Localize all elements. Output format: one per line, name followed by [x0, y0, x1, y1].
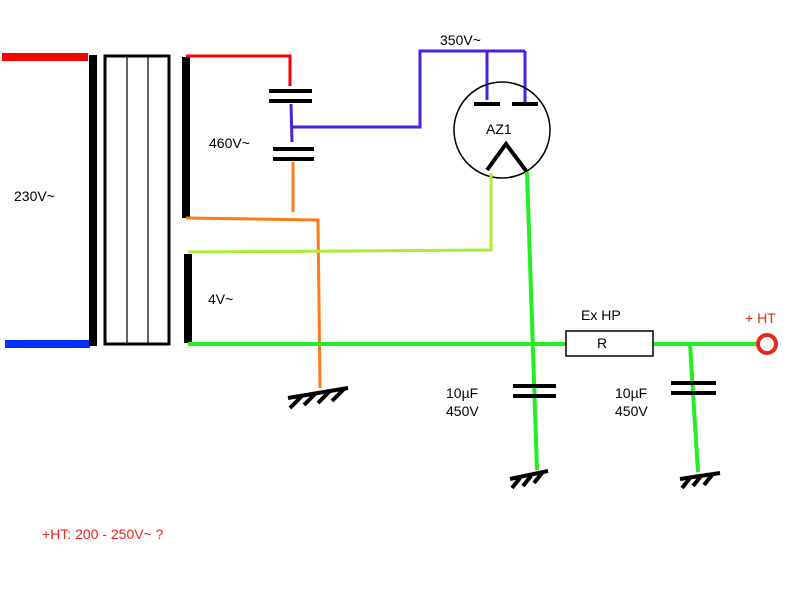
cathode-feed-wire — [525, 171, 539, 471]
label-cap2-rating: 450V — [615, 403, 648, 419]
label-cap2-value: 10µF — [615, 385, 647, 401]
label-output: + HT — [745, 310, 776, 326]
rectifier-tube — [453, 81, 551, 179]
label-heater-voltage: 4V~ — [208, 291, 233, 307]
series-capacitor-top — [269, 89, 312, 103]
transformer-core — [103, 54, 171, 346]
series-capacitor-bottom — [273, 147, 314, 161]
label-resistor: R — [597, 335, 607, 351]
label-cap1-value: 10µF — [446, 385, 478, 401]
ground-symbol-cap2 — [679, 471, 721, 490]
cap2-lead — [688, 343, 700, 473]
label-cap1-rating: 450V — [446, 403, 479, 419]
filter-capacitor-2 — [671, 381, 716, 395]
anode-feed-wire — [292, 49, 525, 129]
filter-capacitor-1 — [513, 384, 556, 398]
hv-secondary-wire — [186, 54, 292, 86]
label-tube: AZ1 — [486, 121, 512, 137]
label-anode-voltage: 350V~ — [440, 32, 481, 48]
heater-feed-wire — [187, 173, 493, 254]
anode-feed-stub — [289, 103, 294, 143]
center-tap-ground-wire — [185, 216, 322, 389]
ground-symbol-center-tap — [287, 386, 349, 410]
transformer — [89, 54, 192, 346]
ht-output-terminal — [756, 333, 778, 355]
label-hv-secondary-voltage: 460V~ — [209, 135, 250, 151]
footnote: +HT: 200 - 250V~ ? — [42, 526, 164, 542]
ground-symbol-cap1 — [509, 469, 549, 490]
tube-envelope — [453, 81, 551, 179]
filament — [485, 140, 529, 174]
label-primary-voltage: 230V~ — [14, 188, 55, 204]
resistor — [565, 330, 654, 357]
label-resistor-note: Ex HP — [581, 307, 621, 323]
